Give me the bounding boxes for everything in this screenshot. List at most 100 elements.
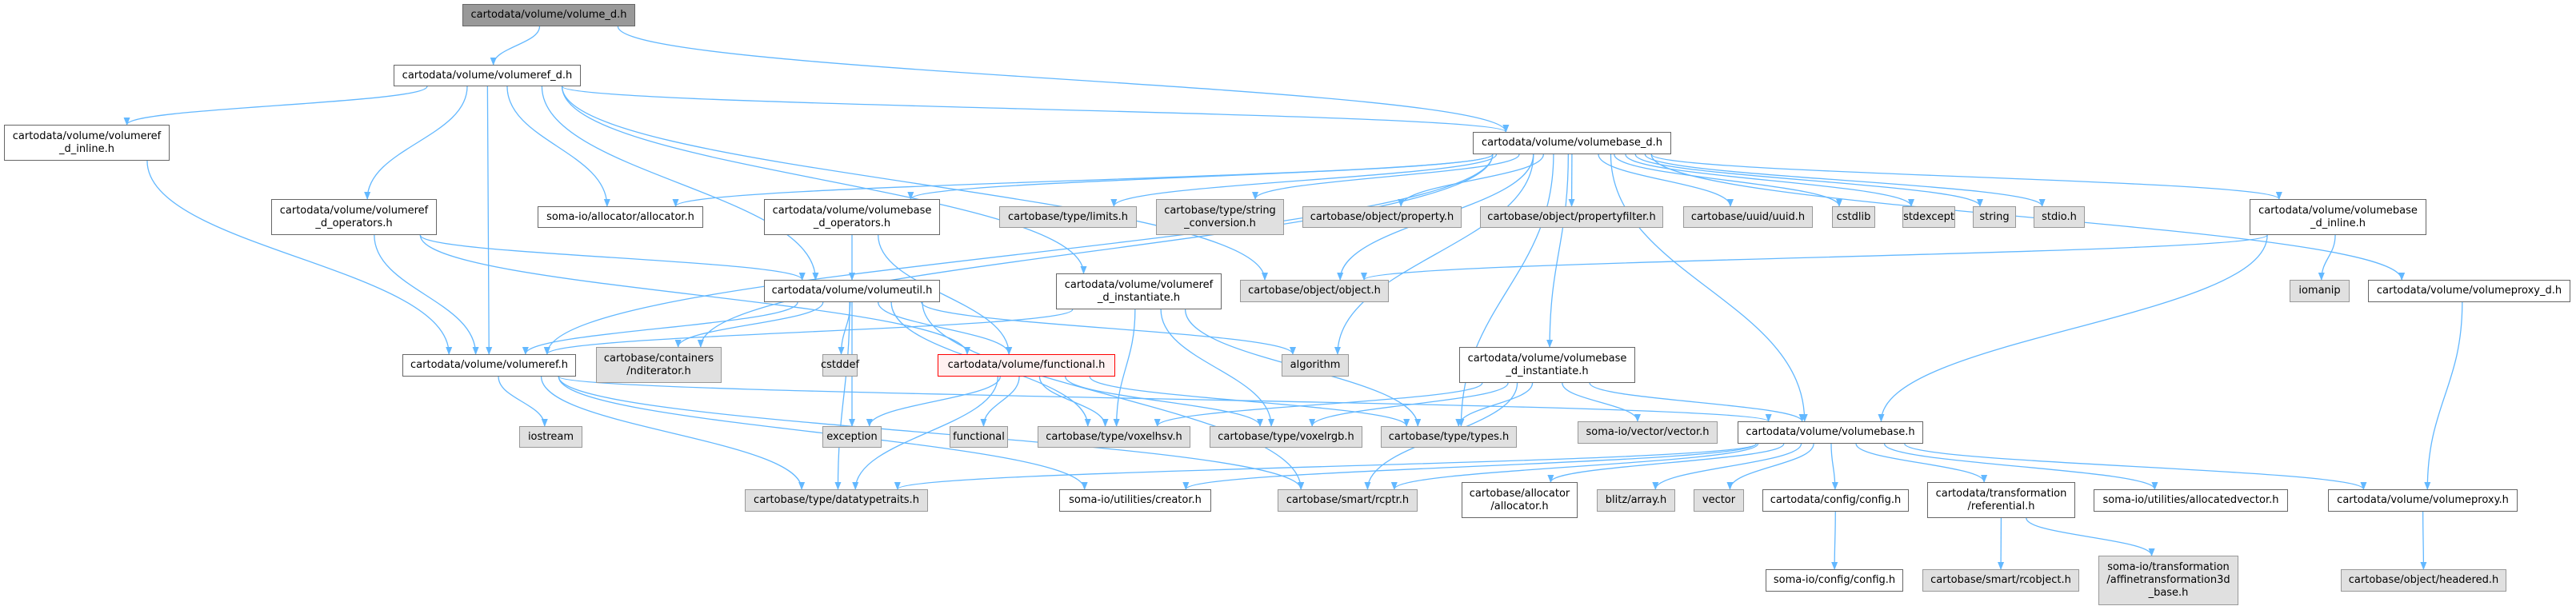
node-volume-d[interactable]: cartodata/volume/volume_d.h [462, 4, 635, 26]
edge-volumebase-to-datatypetraits [894, 443, 1757, 490]
node-object: cartobase/object/object.h [1240, 280, 1389, 302]
edge-volumeref-d-to-volumebase-d [561, 86, 1509, 133]
node-cstdlib: cstdlib [1832, 206, 1875, 228]
edge-volumeref-d-to-object [561, 86, 1268, 281]
edge-volumebase-to-volumeproxy [1904, 443, 2367, 490]
node-string-conversion: cartobase/type/string _conversion.h [1156, 199, 1284, 235]
edge-volumebase-d-to-stdio [1644, 153, 2046, 207]
node-rcobject: cartobase/smart/rcobject.h [1922, 569, 2079, 592]
node-functional: functional [950, 426, 1008, 448]
edge-volumebase-d-to-limits [1110, 153, 1498, 207]
edge-volumebase-d-inline-to-object [1361, 234, 2268, 281]
node-nditerator: cartobase/containers /nditerator.h [596, 347, 722, 383]
edge-volumeref-to-iostream [498, 376, 548, 427]
edge-referential-to-affinetransformation [2026, 517, 2155, 556]
edge-functional-h-to-voxelhsv [1038, 376, 1109, 427]
node-cartobase-allocator[interactable]: cartobase/allocator /allocator.h [1462, 482, 1578, 518]
edge-volumebase-to-rcptr [1390, 443, 1759, 490]
node-string: string [1973, 206, 2016, 228]
edge-volumeutil-to-volumeref [522, 301, 798, 355]
edge-volume-d-to-volumeref-d [490, 26, 541, 66]
edge-volumeutil-to-nditerator [674, 301, 824, 348]
node-propertyfilter: cartobase/object/propertyfilter.h [1480, 206, 1663, 228]
edge-volumebase-to-creator [1182, 443, 1757, 490]
node-types: cartobase/type/types.h [1381, 426, 1517, 448]
node-voxelrgb: cartobase/type/voxelrgb.h [1210, 426, 1362, 448]
node-exception: exception [822, 426, 882, 448]
node-iostream: iostream [519, 426, 582, 448]
edge-volumebase-d-instantiate-to-types [1455, 382, 1534, 427]
edge-volumebase-d-to-string [1634, 153, 1983, 207]
node-voxelhsv: cartobase/type/voxelhsv.h [1038, 426, 1190, 448]
node-cartodata-config[interactable]: cartodata/config/config.h [1762, 489, 1909, 512]
edge-volumebase-d-instantiate-to-volumebase [1589, 382, 1806, 422]
edge-volumebase-d-instantiate-to-soma-vector [1562, 382, 1641, 422]
edge-volumebase-to-vector [1726, 443, 1814, 490]
node-soma-config[interactable]: soma-io/config/config.h [1766, 569, 1903, 592]
node-volumeref-d-operators[interactable]: cartodata/volume/volumeref _d_operators.… [271, 199, 437, 235]
node-creator[interactable]: soma-io/utilities/creator.h [1059, 489, 1211, 512]
node-volumebase-d-instantiate[interactable]: cartodata/volume/volumebase _d_instantia… [1459, 347, 1635, 383]
node-volumeref-d-inline[interactable]: cartodata/volume/volumeref _d_inline.h [4, 125, 170, 161]
edge-volumeref-d-operators-to-functional-h [419, 234, 970, 355]
edge-volumebase-d-to-uuid [1598, 153, 1734, 207]
edge-volumeref-d-to-volumeref-d-inline [123, 86, 428, 126]
node-volumeproxy[interactable]: cartodata/volume/volumeproxy.h [2328, 489, 2518, 512]
node-algorithm: algorithm [1282, 354, 1349, 377]
node-soma-vector: soma-io/vector/vector.h [1578, 421, 1718, 444]
edge-volumebase-d-to-volumebase-d-inline [1650, 153, 2282, 200]
node-iomanip: iomanip [2290, 280, 2350, 302]
edge-volumebase-d-operators-to-functional-h [878, 234, 1013, 355]
edge-volumeref-to-volumebase [558, 376, 1772, 422]
edge-volumebase-d-to-cstdlib [1614, 153, 1842, 207]
node-stdexcept: stdexcept [1902, 206, 1955, 228]
node-volumebase-d[interactable]: cartodata/volume/volumebase_d.h [1473, 132, 1671, 154]
node-volumeutil[interactable]: cartodata/volume/volumeutil.h [764, 280, 940, 302]
node-functional-h[interactable]: cartodata/volume/functional.h [938, 354, 1115, 377]
edge-volumeref-d-to-volumeutil [541, 86, 819, 281]
node-stdio: stdio.h [2034, 206, 2085, 228]
node-volumebase[interactable]: cartodata/volume/volumebase.h [1738, 421, 1923, 444]
edge-volumeref-d-inline-to-volumeref [146, 160, 453, 355]
node-headered: cartobase/object/headered.h [2341, 569, 2506, 592]
node-property: cartobase/object/property.h [1302, 206, 1462, 228]
node-volumebase-d-operators[interactable]: cartodata/volume/volumebase _d_operators… [764, 199, 940, 235]
node-allocatedvector[interactable]: soma-io/utilities/allocatedvector.h [2094, 489, 2288, 512]
node-referential[interactable]: cartodata/transformation /referential.h [1927, 482, 2075, 518]
edge-volumebase-d-to-volumebase-d-instantiate [1546, 153, 1569, 348]
node-volumeref-d[interactable]: cartodata/volume/volumeref_d.h [394, 65, 581, 86]
edge-volumeref-d-to-volumeref [486, 86, 493, 355]
edge-volumeproxy-d-to-volumeproxy [2424, 301, 2463, 490]
edge-volumeref-d-instantiate-to-volumeref [544, 309, 1074, 355]
edge-volumebase-d-to-volumeref [543, 153, 1494, 355]
edge-volumebase-d-to-volumebase-d-operators [907, 153, 1494, 200]
edge-volumebase-d-to-algorithm [1334, 153, 1534, 355]
edge-volumeref-d-operators-to-volumeref [374, 234, 479, 355]
edge-volumeutil-to-functional-h [878, 301, 1013, 355]
edge-volumeref-d-operators-to-volumeutil [419, 234, 806, 281]
edge-volumeref-d-to-volumeref-d-operators [364, 86, 468, 200]
edge-volumeref-to-creator [558, 376, 1088, 490]
edge-volumebase-to-cb-allocator [1547, 443, 1785, 483]
node-uuid: cartobase/uuid/uuid.h [1683, 206, 1813, 228]
edge-volumebase-d-to-nditerator [697, 153, 1494, 348]
edge-functional-h-to-voxelrgb [1065, 376, 1263, 427]
node-volumeref[interactable]: cartodata/volume/volumeref.h [402, 354, 576, 377]
edge-functional-h-to-datatypetraits [852, 376, 999, 490]
edge-volume-d-to-volumebase-d [617, 26, 1510, 133]
edge-functional-h-to-functional [980, 376, 1020, 427]
edge-volumeref-d-to-soma-allocator [506, 86, 610, 207]
edge-volumebase-d-inline-to-volumebase [1878, 234, 2268, 422]
node-datatypetraits: cartobase/type/datatypetraits.h [745, 489, 928, 512]
edge-volumebase-d-to-property [1398, 153, 1545, 207]
node-affinetransformation3d-base: soma-io/transformation /affinetransforma… [2098, 556, 2238, 605]
node-soma-allocator[interactable]: soma-io/allocator/allocator.h [538, 206, 703, 228]
node-volumebase-d-inline[interactable]: cartodata/volume/volumebase _d_inline.h [2250, 199, 2426, 235]
edge-volumeref-d-instantiate-to-voxelhsv [1113, 309, 1136, 427]
node-volumeproxy-d[interactable]: cartodata/volume/volumeproxy_d.h [2368, 280, 2570, 302]
node-volumeref-d-instantiate[interactable]: cartodata/volume/volumeref _d_instantiat… [1056, 273, 1222, 309]
edge-volumebase-d-to-volumeproxy-d [1650, 153, 2406, 281]
edge-volumeutil-to-datatypetraits [834, 301, 850, 490]
edge-volumeref-to-datatypetraits [540, 376, 806, 490]
